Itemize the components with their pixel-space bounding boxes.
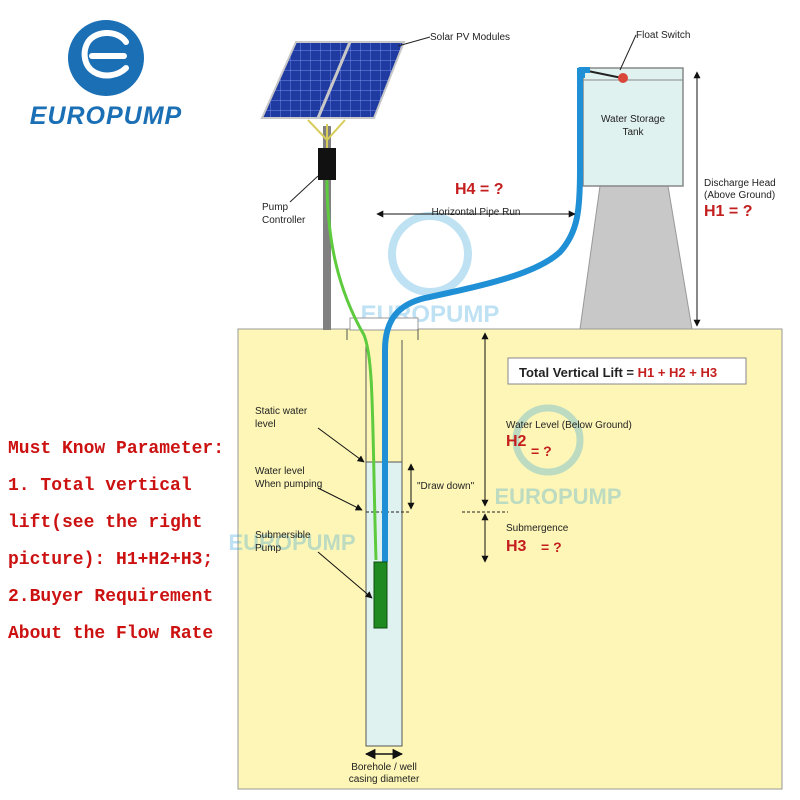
label-water-level-below-ground: Water Level (Below Ground): [506, 420, 632, 431]
logo-e-icon: [81, 30, 129, 79]
parameter-line: picture): H1+H2+H3;: [8, 550, 213, 570]
label-discharge-head-1: Discharge Head: [704, 178, 776, 189]
ground-block: [237, 328, 783, 790]
watermark-text-3: EUROPUMP: [228, 530, 355, 555]
label-borehole-1: Borehole / well: [351, 762, 417, 773]
label-submergence: Submergence: [506, 523, 569, 534]
label-tank-1: Water Storage: [601, 114, 666, 125]
label-static-water-1: Static water: [255, 406, 308, 417]
label-pump-controller-1: Pump: [262, 202, 289, 213]
parameters-heading: Must Know Parameter:: [8, 439, 224, 459]
parameters-panel: Must Know Parameter: 1. Total vertical l…: [8, 439, 224, 644]
label-solar-pv-modules: Solar PV Modules: [430, 32, 510, 43]
label-h4: H4 = ?: [455, 181, 503, 198]
label-submersible-pump-2: Pump: [255, 543, 282, 554]
tank-stand: [579, 185, 693, 330]
parameter-line: lift(see the right: [8, 513, 202, 533]
watermark-text-2: EUROPUMP: [494, 484, 621, 509]
label-h2-value: = ?: [531, 443, 552, 459]
solar-pole: [323, 126, 331, 330]
label-submersible-pump-1: Submersible: [255, 530, 311, 541]
label-water-level-pumping-2: When pumping: [255, 479, 322, 490]
label-float-switch: Float Switch: [636, 30, 690, 41]
label-h2: H2: [506, 433, 527, 450]
submersible-pump: [373, 561, 388, 629]
label-h1: H1 = ?: [704, 203, 752, 220]
total-vertical-lift-label: Total Vertical Lift = H1 + H2 + H3: [519, 365, 717, 380]
label-draw-down: "Draw down": [417, 481, 475, 492]
label-h3: H3: [506, 538, 527, 555]
power-cable: [325, 179, 378, 561]
europump-logo: EUROPUMP: [30, 20, 182, 130]
brand-name: EUROPUMP: [30, 102, 182, 130]
label-horizontal-pipe-run: Horizontal Pipe Run: [432, 207, 521, 218]
solar-panel: [260, 41, 406, 119]
float-switch-ball: [618, 73, 628, 83]
water-storage-tank: [582, 67, 684, 187]
discharge-pipe: [382, 67, 590, 562]
parameter-line: 2.Buyer Requirement: [8, 587, 213, 607]
pump-controller-box: [318, 148, 336, 180]
parameter-line: About the Flow Rate: [8, 624, 213, 644]
label-discharge-head-2: (Above Ground): [704, 190, 775, 201]
label-water-level-pumping-1: Water level: [255, 466, 305, 477]
total-vertical-lift-box: [507, 357, 747, 385]
label-tank-2: Tank: [622, 127, 644, 138]
parameter-line: 1. Total vertical: [8, 476, 192, 496]
label-h3-value: = ?: [541, 539, 562, 555]
label-static-water-2: level: [255, 419, 276, 430]
label-borehole-2: casing diameter: [349, 774, 420, 785]
well-cap: [349, 317, 419, 331]
label-pump-controller-2: Controller: [262, 215, 306, 226]
